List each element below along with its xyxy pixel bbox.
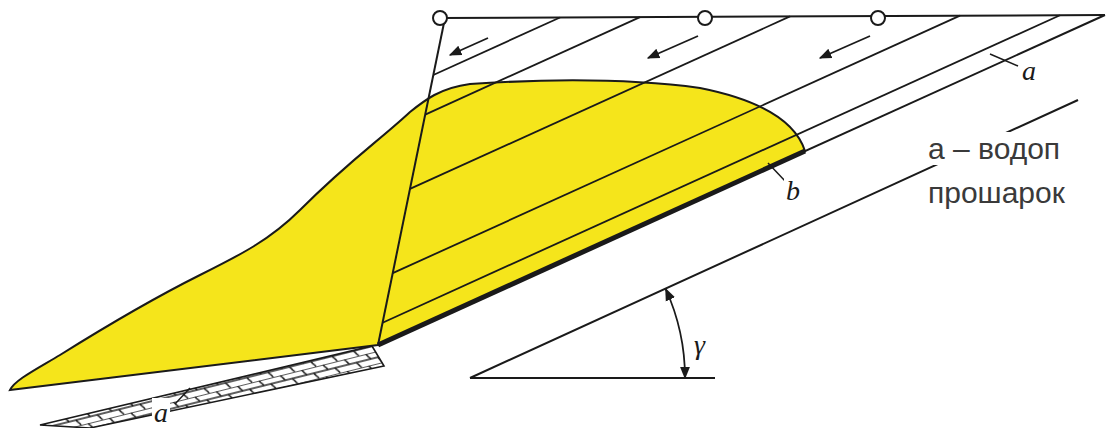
angle-symbol: γ — [692, 330, 707, 361]
strata-lines — [383, 15, 1060, 323]
stratum-line — [383, 15, 1060, 323]
well — [871, 11, 885, 25]
stratum-line — [393, 16, 960, 274]
flow-arrow — [648, 36, 698, 58]
layer-letter: a — [1020, 56, 1038, 87]
stratum-line — [433, 17, 560, 74]
flow-arrow — [450, 38, 488, 55]
wells — [433, 11, 885, 58]
surface-letter: b — [784, 176, 802, 207]
ground-line — [440, 15, 1105, 18]
leader-line — [990, 54, 1018, 66]
sliding-surface — [378, 151, 805, 345]
well — [698, 11, 712, 25]
flow-arrow — [820, 36, 870, 58]
landslide-body — [10, 81, 805, 390]
horizontal-line — [470, 377, 715, 379]
legend-note: прошарок — [926, 176, 1067, 209]
layer-letter: a — [152, 398, 170, 428]
legend-note: a – водоп — [926, 132, 1062, 165]
angle-arc — [666, 289, 685, 378]
block-edge — [378, 18, 445, 345]
leader-line — [175, 388, 190, 404]
well — [433, 11, 447, 25]
